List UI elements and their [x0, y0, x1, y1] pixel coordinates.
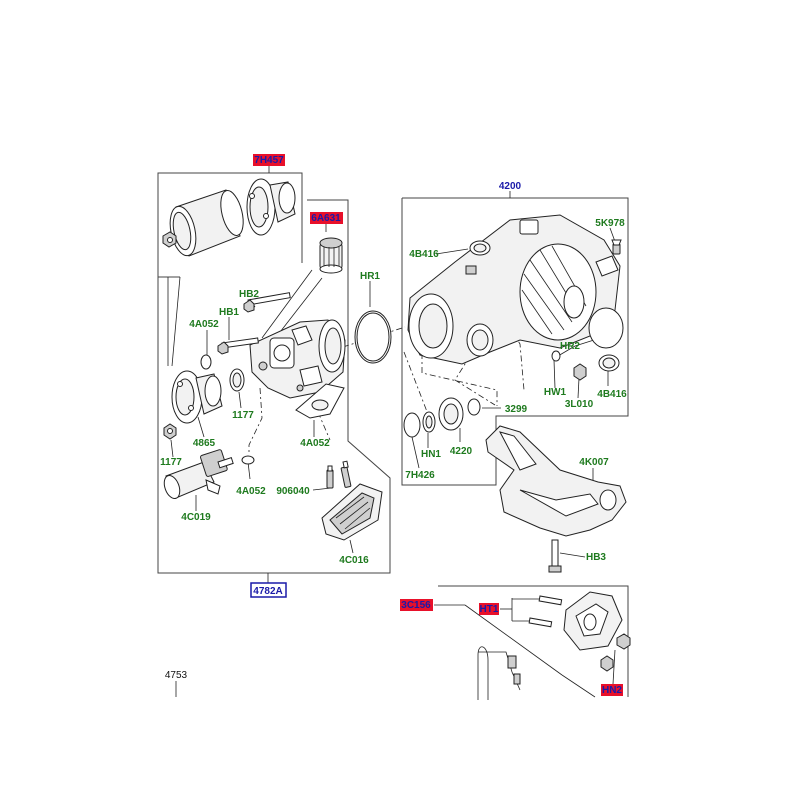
tag-3C156-bg: [400, 599, 433, 611]
tag-7H457-bg: [253, 154, 285, 166]
oil-seal-4B416-top-inner: [473, 243, 487, 253]
frame-main-left: [157, 199, 391, 574]
bearing-4220-inner: [443, 403, 459, 425]
label-6A631: 6A631: [311, 213, 341, 224]
diagram-frames: [157, 172, 629, 697]
tag-HN2-bg: [601, 684, 623, 696]
label-1177-right: 1177: [232, 410, 254, 421]
label-HR2: HR2: [560, 341, 580, 352]
breather-vent-5K978: [611, 239, 622, 255]
bracket-3C156-assembly: [477, 591, 631, 700]
label-HW1: HW1: [544, 387, 567, 398]
filter-cartridge: [319, 237, 343, 274]
washer-HW1: [551, 350, 561, 362]
coupling-flange: [246, 178, 296, 236]
label-4A052-top: 4A052: [189, 319, 219, 330]
label-4A052-low: 4A052: [236, 486, 266, 497]
label-7H457: 7H457: [254, 155, 284, 166]
label-HN2: HN2: [602, 685, 622, 696]
output-flange: [171, 370, 223, 424]
tag-4782A-bg: [250, 582, 287, 598]
frame-bottom-right: [438, 585, 629, 697]
label-3L010: 3L010: [565, 399, 594, 410]
o-ring-4A052-top: [200, 354, 212, 370]
label-4220: 4220: [450, 446, 473, 457]
label-4K007: 4K007: [579, 457, 609, 468]
label-4C016: 4C016: [339, 555, 369, 566]
tag-6A631-bg: [310, 212, 343, 224]
part-labels: 7H457 6A631 4200 HR1 HB2 HB1 4A052 4B416…: [160, 155, 627, 696]
label-906040: 906040: [276, 486, 310, 497]
pump-motor: [163, 449, 234, 500]
label-4C019: 4C019: [181, 512, 211, 523]
label-4A052-mid: 4A052: [300, 438, 330, 449]
label-HB1: HB1: [219, 307, 239, 318]
inset-7H457-parts: [162, 178, 296, 257]
o-ring-4A052-low: [241, 455, 255, 465]
label-HN1: HN1: [421, 449, 441, 460]
plug-3L010: [573, 363, 587, 381]
sensor-906040: [326, 460, 352, 489]
label-4B416-bottom: 4B416: [597, 389, 627, 400]
flange-drum: [169, 189, 244, 257]
large-o-ring-HR1-inner: [356, 312, 390, 362]
mounting-bracket-4K007: [485, 425, 627, 537]
label-4865: 4865: [193, 438, 216, 449]
label-3299: 3299: [505, 404, 528, 415]
bolt-HB2: [243, 292, 291, 313]
label-HR1: HR1: [360, 271, 380, 282]
label-5K978: 5K978: [595, 218, 625, 229]
label-4782A: 4782A: [253, 586, 282, 597]
label-3C156: 3C156: [401, 600, 431, 611]
label-1177-left: 1177: [160, 457, 182, 468]
bolt-HB1: [217, 337, 259, 355]
frame-right: [401, 197, 629, 486]
differential-housing: [407, 214, 621, 365]
label-4200: 4200: [499, 181, 522, 192]
label-HT1: HT1: [480, 604, 499, 615]
highlight-tags: [250, 154, 623, 696]
label-4753: 4753: [165, 670, 188, 681]
tag-HT1-bg: [479, 603, 499, 615]
spacer-3299: [467, 398, 481, 416]
nut-1177-left: [163, 423, 177, 440]
coupling-assembly: [249, 319, 346, 419]
label-HB2: HB2: [239, 289, 259, 300]
small-nut: [162, 231, 177, 248]
bolt-HB3: [548, 539, 562, 573]
seal-7H426: [403, 412, 421, 438]
control-module: [321, 483, 383, 541]
seal-ring-1177-right-inner: [232, 372, 242, 388]
o-ring-HR2: [588, 307, 624, 349]
oil-seal-4B416-bottom-inner: [602, 357, 616, 369]
label-4B416-top: 4B416: [409, 249, 439, 260]
label-7H426: 7H426: [405, 470, 435, 481]
label-HB3: HB3: [586, 552, 606, 563]
seal-HN1-inner: [425, 415, 433, 429]
